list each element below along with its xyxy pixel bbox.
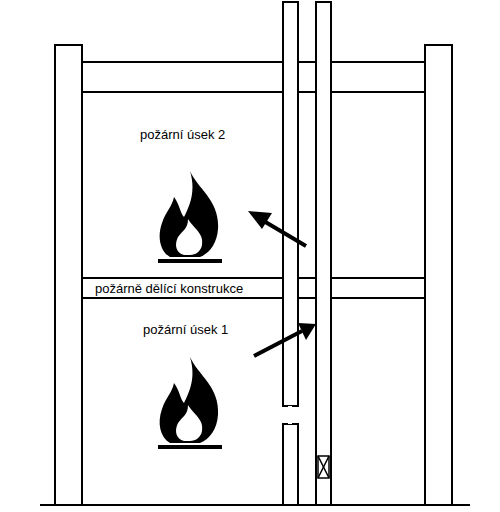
fire-separating-construction-label: požárně dělící konstrukce xyxy=(93,281,245,296)
compartment-label: požární úsek 2 xyxy=(140,127,225,142)
compartment-label: požární úsek 1 xyxy=(143,322,228,337)
